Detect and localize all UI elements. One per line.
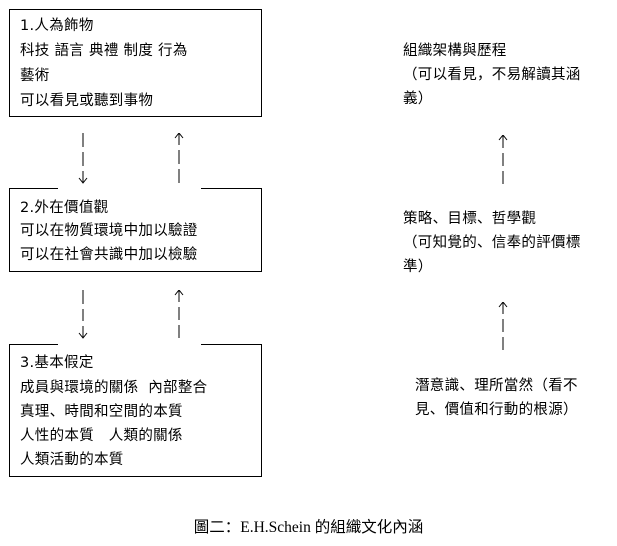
box3-line: 成員與環境的關係 內部整合: [20, 380, 208, 396]
up-arrow-icon: [174, 290, 184, 340]
box2-title: 2.外在價值觀: [20, 200, 109, 216]
right-level1-line: 組織架構與歷程: [403, 43, 507, 59]
box-espoused-values: 2.外在價值觀 可以在物質環境中加以驗證 可以在社會共識中加以檢驗: [9, 188, 262, 272]
right-level3-line: 潛意識、理所當然（看不: [415, 378, 578, 394]
box1-line: 可以看見或聽到事物: [20, 93, 154, 109]
right-level2-line: 策略、目標、哲學觀: [403, 211, 537, 227]
right-level2-line: （可知覺的、信奉的評價標: [403, 235, 581, 251]
box3-line: 真理、時間和空間的本質: [20, 404, 183, 420]
up-arrow-icon: [174, 133, 184, 185]
right-level1-line: 義）: [403, 91, 433, 107]
figure-caption: 圖二：E.H.Schein 的組織文化內涵: [193, 519, 424, 536]
box3-line: 人類活動的本質: [20, 452, 124, 468]
box1-line: 藝術: [20, 68, 50, 84]
right-level3-line: 見、價值和行動的根源）: [415, 402, 578, 418]
box-artifacts: 1.人為飾物 科技 語言 典禮 制度 行為 藝術 可以看見或聽到事物: [9, 9, 262, 117]
box-basic-assumptions: 3.基本假定 成員與環境的關係 內部整合 真理、時間和空間的本質 人性的本質 人…: [9, 344, 262, 477]
up-arrow-icon: [498, 302, 508, 352]
box3-title: 3.基本假定: [20, 355, 94, 371]
box3-line: 人性的本質 人類的關係: [20, 428, 183, 444]
down-arrow-icon: [78, 133, 88, 185]
right-level1-line: （可以看見，不易解讀其涵: [403, 67, 581, 83]
box2-line: 可以在物質環境中加以驗證: [20, 223, 198, 239]
box1-title: 1.人為飾物: [20, 18, 94, 34]
up-arrow-icon: [498, 135, 508, 185]
box1-line: 科技 語言 典禮 制度 行為: [20, 43, 188, 59]
box2-line: 可以在社會共識中加以檢驗: [20, 247, 198, 263]
right-level2-line: 準）: [403, 259, 433, 275]
down-arrow-icon: [78, 290, 88, 340]
